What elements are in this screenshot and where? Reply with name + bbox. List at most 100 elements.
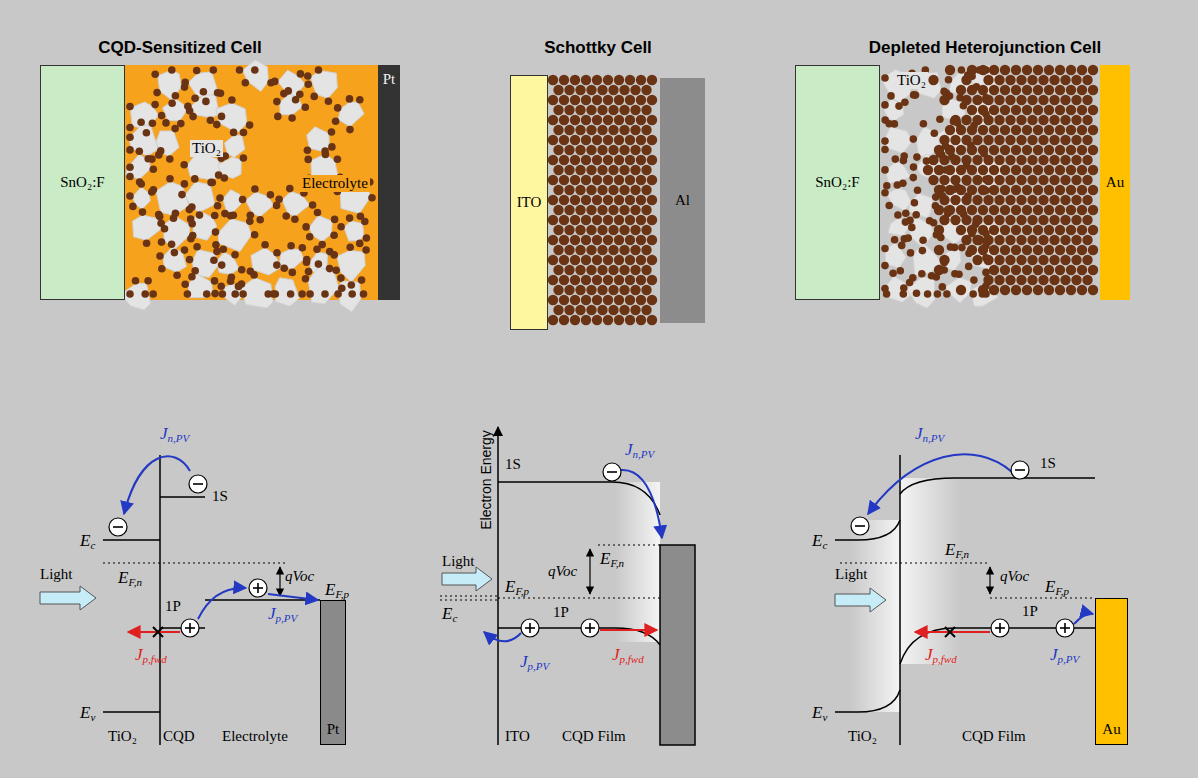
quantum-dot bbox=[939, 215, 949, 225]
quantum-dot bbox=[1011, 145, 1021, 155]
band-label: 1S bbox=[1040, 455, 1056, 472]
quantum-dot bbox=[881, 189, 889, 197]
charge-sign bbox=[529, 623, 531, 633]
quantum-dot bbox=[1005, 275, 1015, 285]
quantum-dot bbox=[983, 195, 993, 205]
quantum-dot bbox=[1005, 135, 1015, 145]
quantum-dot bbox=[956, 225, 966, 235]
quantum-dot bbox=[346, 126, 354, 134]
quantum-dot bbox=[630, 285, 640, 295]
quantum-dot bbox=[210, 66, 218, 74]
quantum-dot bbox=[614, 255, 624, 265]
quantum-dot bbox=[1027, 155, 1037, 165]
quantum-dot bbox=[334, 156, 342, 164]
quantum-dot bbox=[231, 251, 239, 259]
quantum-dot bbox=[636, 75, 646, 85]
tio2-particle bbox=[275, 278, 299, 307]
quantum-dot bbox=[181, 246, 189, 254]
quantum-dot bbox=[641, 165, 651, 175]
quantum-dot bbox=[914, 186, 922, 194]
quantum-dot bbox=[978, 225, 988, 235]
quantum-dot bbox=[597, 105, 607, 115]
quantum-dot bbox=[881, 101, 889, 109]
quantum-dot bbox=[967, 125, 977, 135]
quantum-dot bbox=[356, 240, 364, 248]
quantum-dot bbox=[1027, 255, 1037, 265]
quantum-dot bbox=[989, 105, 999, 115]
blocked-mark bbox=[153, 627, 955, 637]
quantum-dot bbox=[334, 104, 342, 112]
quantum-dot bbox=[625, 315, 635, 325]
quantum-dot bbox=[1000, 225, 1010, 235]
quantum-dot bbox=[647, 315, 657, 325]
quantum-dot bbox=[230, 129, 238, 137]
symbol-label: Jn,PV bbox=[915, 424, 944, 445]
quantum-dot bbox=[636, 135, 646, 145]
quantum-dot bbox=[1055, 285, 1065, 295]
quantum-dot bbox=[214, 89, 222, 97]
quantum-dot bbox=[227, 212, 235, 220]
quantum-dot bbox=[919, 236, 927, 244]
quantum-dot bbox=[548, 255, 558, 265]
quantum-dot bbox=[603, 255, 613, 265]
electrode-label: Au bbox=[1106, 174, 1124, 191]
quantum-dot bbox=[994, 95, 1004, 105]
quantum-dot bbox=[1022, 265, 1032, 275]
quantum-dot bbox=[235, 283, 243, 291]
quantum-dot bbox=[1022, 225, 1032, 235]
quantum-dot bbox=[641, 85, 651, 95]
tio2-particle bbox=[338, 102, 364, 127]
quantum-dot bbox=[1011, 285, 1021, 295]
quantum-dot bbox=[289, 269, 297, 277]
symbol-label: Jp,PV bbox=[520, 652, 549, 673]
quantum-dot bbox=[1071, 275, 1081, 285]
quantum-dot bbox=[216, 194, 224, 202]
quantum-dot bbox=[1049, 155, 1059, 165]
quantum-dot bbox=[1038, 275, 1048, 285]
quantum-dot bbox=[548, 215, 558, 225]
charge-sign bbox=[855, 525, 865, 527]
symbol-label: EF,n bbox=[600, 549, 624, 570]
quantum-dot bbox=[586, 305, 596, 315]
quantum-dot bbox=[983, 115, 993, 125]
quantum-dot bbox=[1082, 215, 1092, 225]
quantum-dot bbox=[934, 185, 944, 195]
quantum-dot bbox=[961, 115, 971, 125]
quantum-dot bbox=[1071, 215, 1081, 225]
quantum-dot bbox=[581, 115, 591, 125]
quantum-dot bbox=[1071, 255, 1081, 265]
quantum-dot bbox=[625, 175, 635, 185]
quantum-dot bbox=[1066, 65, 1076, 75]
quantum-dot bbox=[1060, 95, 1070, 105]
quantum-dot bbox=[967, 145, 977, 155]
quantum-dot bbox=[641, 245, 651, 255]
quantum-dot bbox=[592, 195, 602, 205]
quantum-dot bbox=[564, 285, 574, 295]
quantum-dot bbox=[908, 224, 916, 232]
quantum-dot bbox=[1044, 185, 1054, 195]
quantum-dot bbox=[923, 165, 933, 175]
quantum-dot bbox=[994, 235, 1004, 245]
quantum-dot bbox=[1060, 195, 1070, 205]
quantum-dot bbox=[608, 165, 618, 175]
quantum-dot bbox=[332, 267, 340, 275]
quantum-dot bbox=[619, 105, 629, 115]
quantum-dot bbox=[228, 96, 236, 104]
quantum-dot bbox=[647, 215, 657, 225]
quantum-dot bbox=[181, 280, 189, 288]
electrode-box: SnO₂:F bbox=[40, 65, 125, 300]
quantum-dot bbox=[603, 155, 613, 165]
quantum-dot bbox=[313, 245, 321, 253]
quantum-dot bbox=[943, 290, 951, 298]
quantum-dot bbox=[647, 175, 657, 185]
quantum-dot bbox=[1082, 195, 1092, 205]
tio2-particle bbox=[907, 277, 935, 308]
quantum-dot bbox=[1033, 225, 1043, 235]
current-arrows bbox=[124, 454, 1093, 641]
quantum-dot bbox=[302, 275, 310, 283]
quantum-dot bbox=[1049, 175, 1059, 185]
quantum-dot bbox=[603, 115, 613, 125]
quantum-dot bbox=[1044, 165, 1054, 175]
quantum-dot bbox=[994, 175, 1004, 185]
quantum-dot bbox=[983, 255, 993, 265]
